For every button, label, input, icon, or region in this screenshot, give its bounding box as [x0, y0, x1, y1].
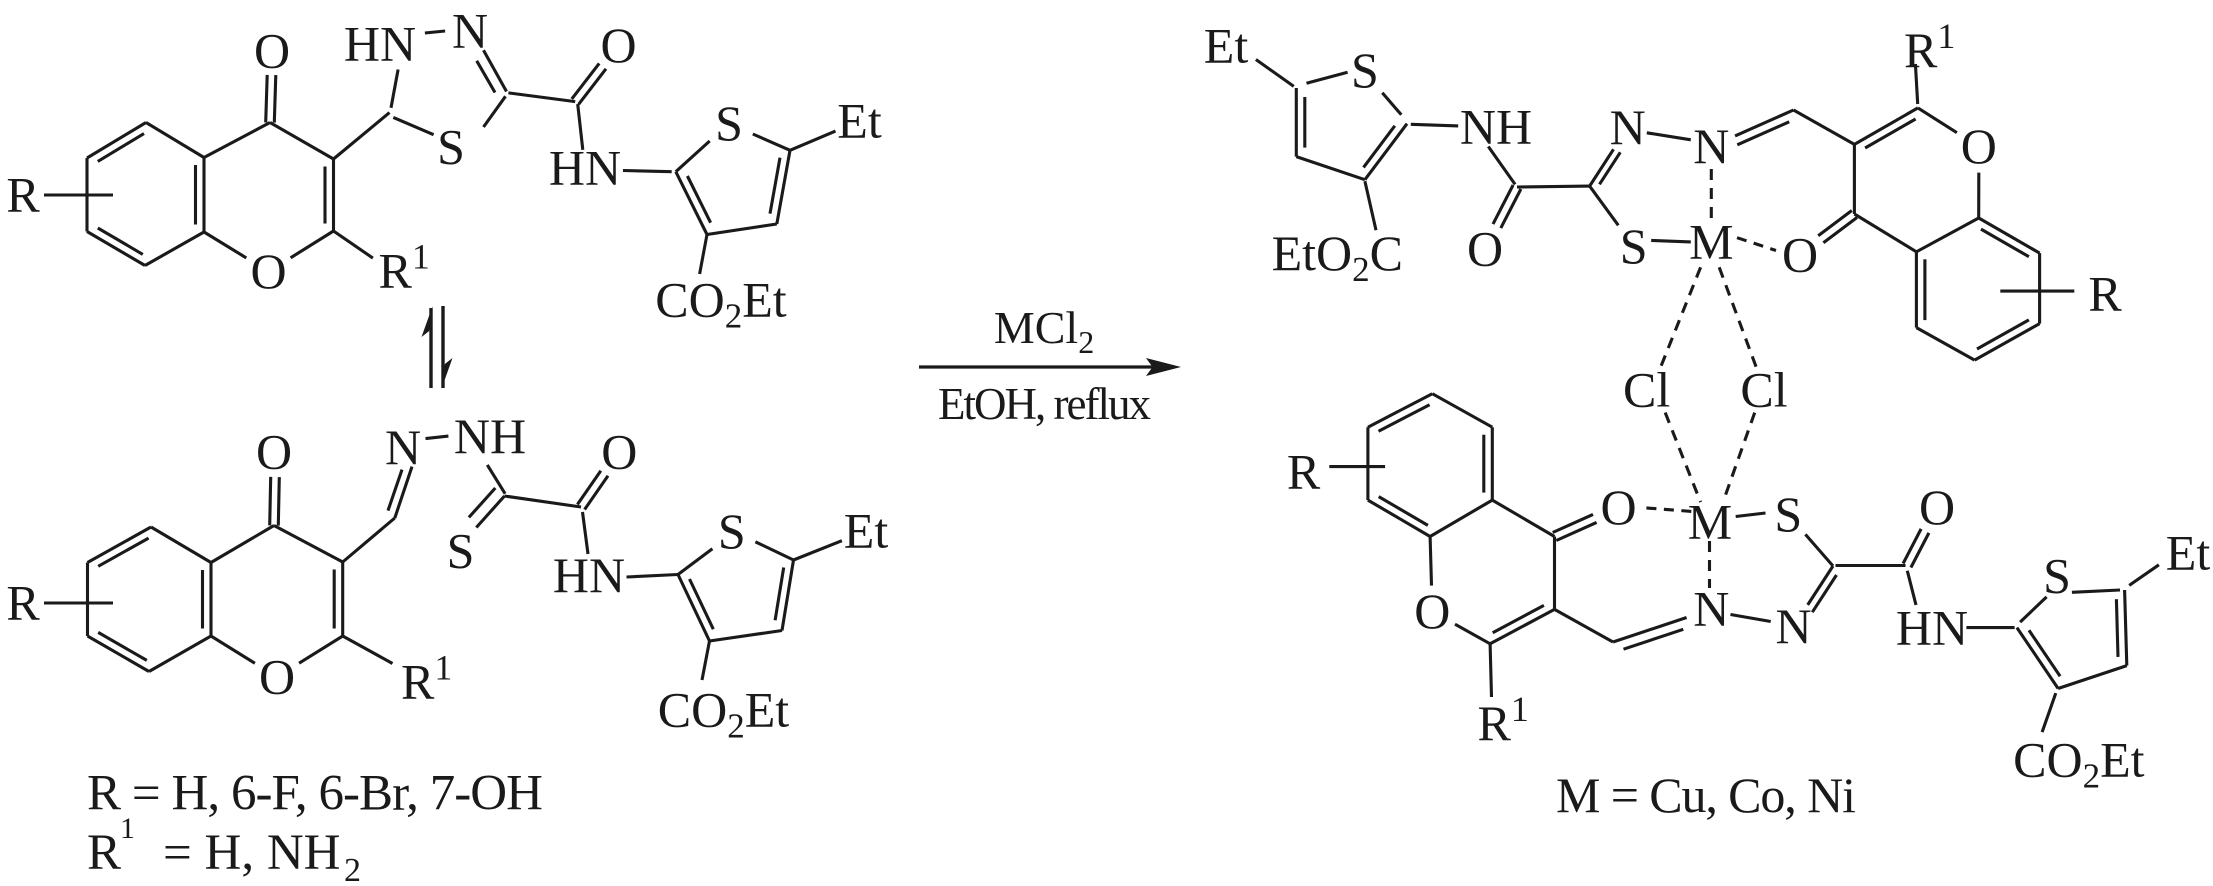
svg-text:S: S — [447, 523, 475, 579]
svg-text:M: M — [1688, 494, 1732, 550]
svg-text:Et: Et — [1204, 18, 1249, 74]
svg-text:S: S — [2043, 548, 2071, 604]
svg-text:CO2Et: CO2Et — [655, 272, 787, 336]
svg-text:R: R — [87, 825, 121, 881]
svg-text:R1: R1 — [1478, 689, 1529, 751]
svg-text:HN: HN — [344, 16, 416, 72]
svg-text:Et: Et — [837, 93, 882, 149]
svg-text:Et: Et — [844, 503, 889, 559]
svg-text:CO2Et: CO2Et — [658, 682, 790, 746]
svg-text:O: O — [250, 243, 286, 299]
svg-text:O: O — [600, 17, 636, 73]
svg-text:Cl: Cl — [1740, 362, 1787, 418]
svg-text:1: 1 — [120, 812, 135, 845]
svg-text:R: R — [1287, 444, 1321, 500]
svg-text:R: R — [2088, 266, 2122, 322]
svg-text:O: O — [1961, 118, 1997, 174]
svg-text:N: N — [385, 419, 421, 475]
svg-text:O: O — [601, 424, 637, 480]
svg-text:N: N — [452, 3, 488, 59]
svg-text:S: S — [718, 503, 746, 559]
svg-text:O: O — [1467, 221, 1503, 277]
svg-text:Cl: Cl — [1623, 362, 1670, 418]
svg-text:MCl2: MCl2 — [994, 302, 1094, 360]
svg-text:O: O — [254, 23, 290, 79]
svg-text:O: O — [256, 424, 292, 480]
svg-text:N: N — [1693, 118, 1729, 174]
svg-text:O: O — [1414, 583, 1450, 639]
svg-text:R: R — [6, 167, 40, 223]
svg-text:NH: NH — [1460, 99, 1532, 155]
svg-text:S: S — [437, 119, 465, 175]
svg-text:O: O — [1919, 479, 1955, 535]
svg-text:M: M — [1689, 214, 1733, 270]
svg-text:CO2Et: CO2Et — [2013, 732, 2145, 796]
svg-text:HN: HN — [549, 140, 621, 196]
svg-text:O: O — [259, 649, 295, 705]
svg-text:EtOH, reflux: EtOH, reflux — [938, 379, 1151, 429]
svg-text:M = Cu, Co, Ni: M = Cu, Co, Ni — [1556, 767, 1856, 823]
svg-text:2: 2 — [344, 852, 361, 886]
svg-text:R = H, 6-F, 6-Br, 7-OH: R = H, 6-F, 6-Br, 7-OH — [87, 766, 543, 822]
svg-text:R: R — [6, 575, 40, 631]
svg-text:N: N — [1610, 99, 1646, 155]
svg-text:HN: HN — [553, 547, 625, 603]
svg-text:O: O — [1600, 479, 1636, 535]
svg-text:Et: Et — [2166, 525, 2211, 581]
svg-text:S: S — [715, 95, 743, 151]
svg-text:HN: HN — [1896, 600, 1968, 656]
svg-text:N: N — [1775, 598, 1811, 654]
svg-text:NH: NH — [454, 408, 526, 464]
svg-text:EtO2C: EtO2C — [1272, 225, 1403, 289]
svg-text:= H, NH: = H, NH — [163, 825, 341, 881]
svg-text:O: O — [1782, 227, 1818, 283]
svg-text:S: S — [1620, 218, 1648, 274]
svg-text:S: S — [1774, 486, 1802, 542]
svg-text:N: N — [1693, 581, 1729, 637]
svg-text:S: S — [1351, 42, 1379, 98]
